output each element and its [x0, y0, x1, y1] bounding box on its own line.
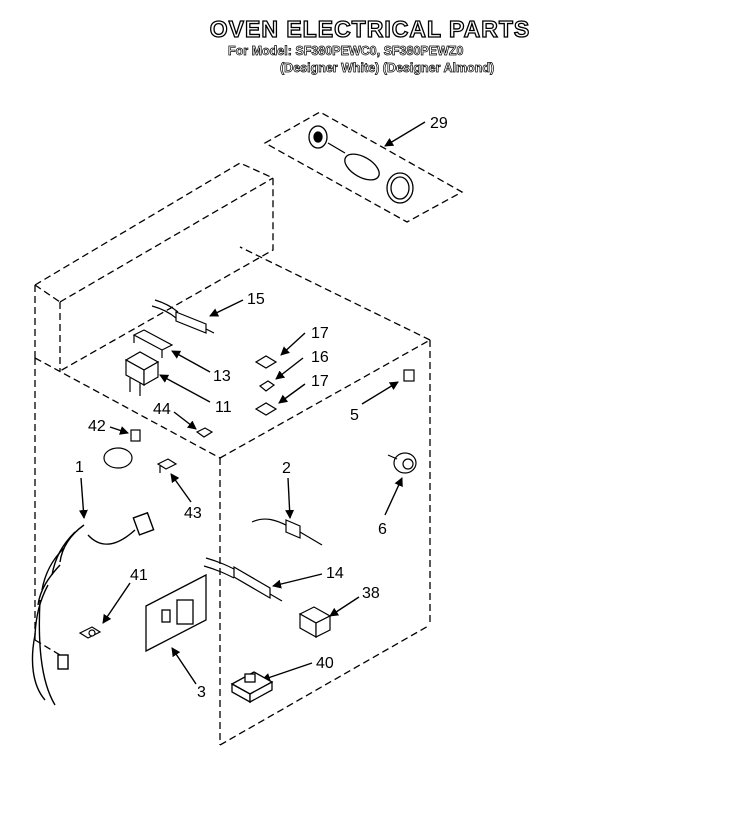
callout-13: 13 — [213, 368, 231, 385]
switch-5 — [403, 369, 415, 382]
callout-42: 42 — [88, 418, 106, 435]
clamp-41 — [78, 626, 102, 639]
callout-17-upper: 17 — [311, 325, 329, 342]
callout-44: 44 — [153, 401, 171, 418]
sensor-14 — [203, 557, 283, 602]
callout-2: 2 — [282, 460, 291, 477]
callout-40: 40 — [316, 655, 334, 672]
sensor-part — [151, 299, 215, 334]
variant-line: (Designer White) (Designer Almond) — [280, 61, 495, 76]
callout-6: 6 — [378, 521, 387, 538]
callout-17-lower: 17 — [311, 373, 329, 390]
callout-29: 29 — [430, 115, 448, 132]
switch-38 — [298, 606, 332, 639]
callout-1: 1 — [75, 459, 84, 476]
diagram-title: OVEN ELECTRICAL PARTS — [209, 15, 531, 42]
element-2 — [251, 518, 323, 546]
callout-5: 5 — [350, 407, 359, 424]
callout-43: 43 — [184, 505, 202, 522]
callout-leaders — [78, 121, 426, 685]
callout-11: 11 — [215, 399, 232, 416]
relay-part — [124, 351, 160, 396]
power-cord-1 — [31, 511, 155, 706]
callout-16: 16 — [311, 349, 329, 366]
callout-labels: 29 15 17 16 17 13 11 5 42 44 1 43 2 6 14… — [75, 115, 448, 701]
clip-43 — [156, 458, 178, 473]
fuse-block-40 — [230, 671, 274, 704]
model-line: For Model: SF380PEWC0, SF380PEWZ0 — [228, 44, 464, 59]
bracket-part — [132, 329, 174, 358]
wire-clip-42 — [103, 429, 141, 469]
oven-lamp-assembly — [308, 125, 414, 204]
cabinet-outline — [34, 111, 464, 746]
callout-3: 3 — [197, 684, 206, 701]
callout-38: 38 — [362, 585, 380, 602]
control-board-3 — [145, 573, 207, 653]
light-socket-6 — [387, 452, 417, 474]
small-insulators — [254, 355, 278, 416]
callout-15: 15 — [247, 291, 265, 308]
callout-14: 14 — [326, 565, 344, 582]
callout-41: 41 — [130, 567, 148, 584]
clip-44 — [195, 427, 214, 438]
